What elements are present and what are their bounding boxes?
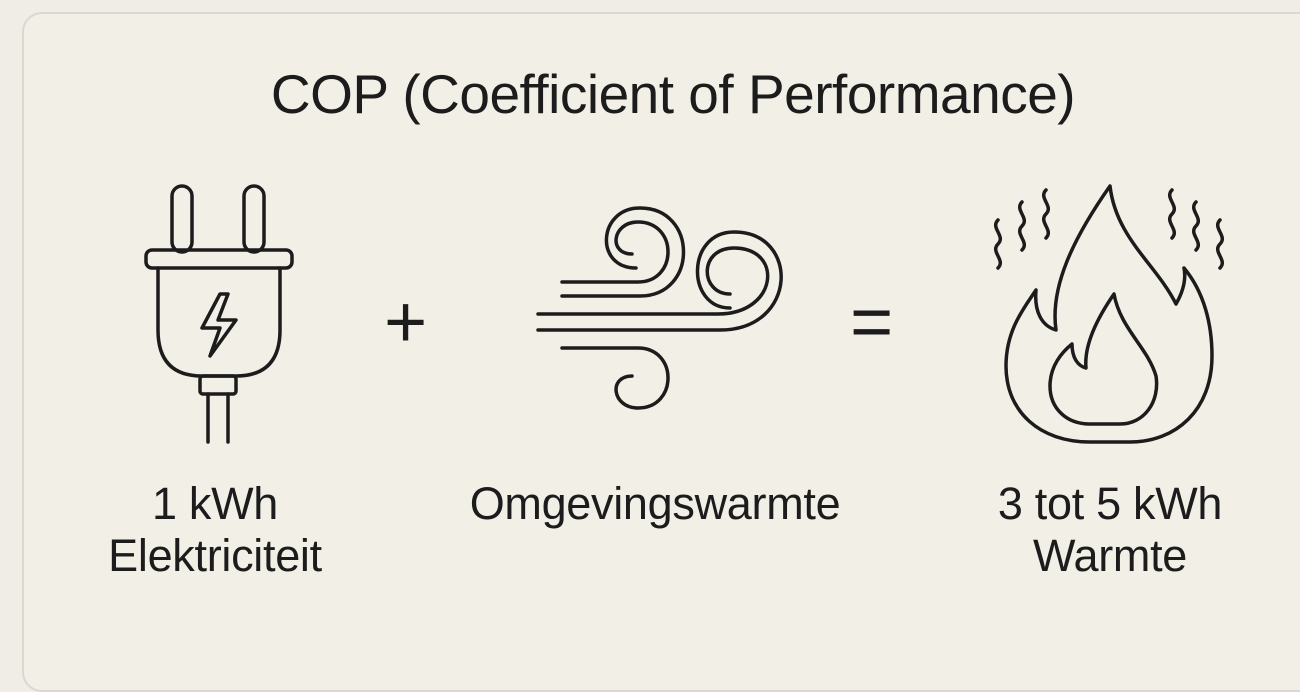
flame-icon xyxy=(980,180,1240,450)
label-ambient-heat-line1: Omgevingswarmte xyxy=(469,478,841,529)
label-heat-output-line1: 3 tot 5 kWh xyxy=(997,478,1223,529)
plug-icon xyxy=(140,180,300,450)
label-electricity-line2: Elektriciteit xyxy=(108,530,322,581)
label-electricity-line1: 1 kWh xyxy=(151,478,279,529)
wind-icon xyxy=(528,206,788,418)
label-ambient-heat: Omgevingswarmte xyxy=(410,478,900,530)
diagram-title: COP (Coefficient of Performance) xyxy=(270,63,1076,125)
label-heat-output: 3 tot 5 kWh Warmte xyxy=(960,478,1260,582)
label-electricity: 1 kWh Elektriciteit xyxy=(80,478,350,582)
equals-operator: = xyxy=(850,280,894,363)
label-heat-output-line2: Warmte xyxy=(1032,530,1188,581)
plus-operator: + xyxy=(384,280,428,363)
